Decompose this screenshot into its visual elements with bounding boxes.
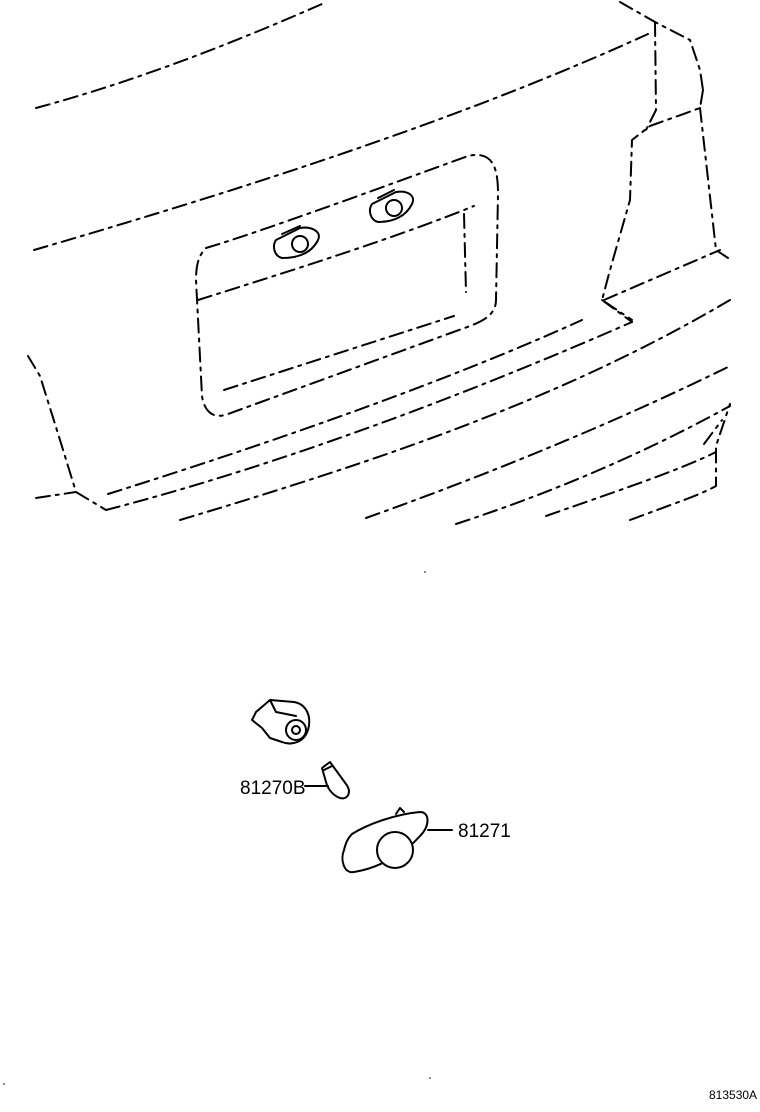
installed-license-lamp-left bbox=[273, 225, 320, 259]
callout-81271: 81271 bbox=[458, 821, 511, 842]
lamp-socket bbox=[251, 699, 311, 745]
vehicle-rear-outline bbox=[27, 1, 731, 525]
figure-id: 813530A bbox=[709, 1088, 757, 1102]
scan-speck bbox=[424, 571, 426, 573]
lens-81271 bbox=[341, 807, 429, 874]
installed-license-lamp-right bbox=[369, 189, 414, 223]
scan-speck bbox=[3, 1083, 5, 1085]
bulb-81270b bbox=[321, 761, 350, 800]
callout-81270b: 81270B bbox=[240, 778, 306, 799]
scan-speck bbox=[429, 1077, 431, 1079]
